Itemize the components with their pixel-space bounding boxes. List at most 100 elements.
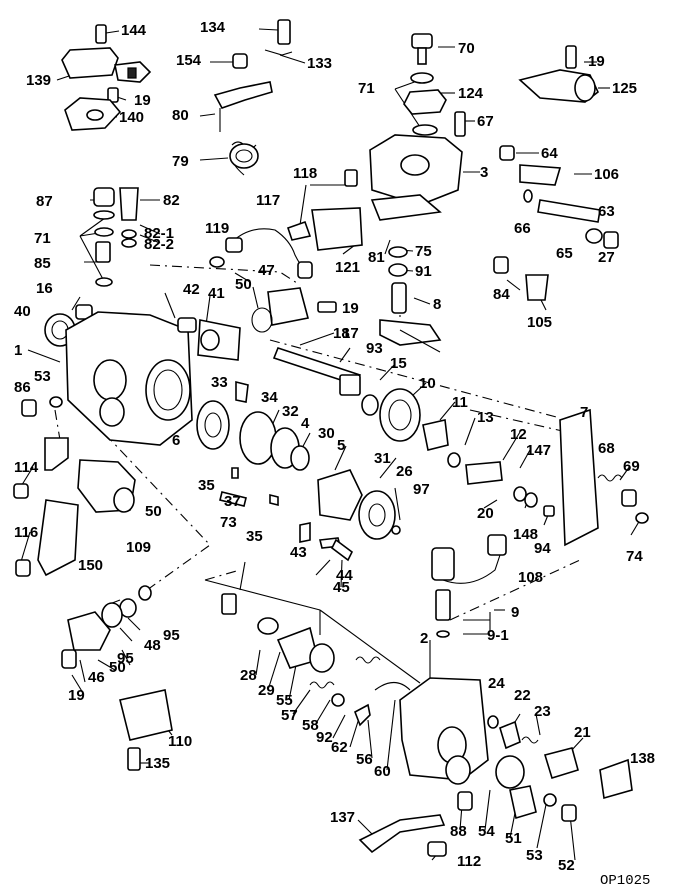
callout-87: 87 (36, 193, 53, 210)
callout-15: 15 (390, 355, 407, 372)
callout-112: 112 (457, 853, 481, 870)
callout-42: 42 (183, 281, 200, 298)
callout-45: 45 (333, 579, 350, 596)
callout-55: 55 (276, 692, 293, 709)
callout-114: 114 (14, 459, 39, 476)
callout-37: 37 (224, 493, 241, 510)
callout-3: 3 (480, 164, 488, 181)
callout-154: 154 (176, 52, 202, 69)
callout-24: 24 (488, 675, 505, 692)
callout-52: 52 (558, 857, 575, 874)
callout-44: 44 (336, 567, 353, 584)
part-10-cam-ring (361, 388, 503, 485)
part-137-lever (358, 755, 577, 857)
part-70-group (403, 33, 466, 137)
callout-10: 10 (419, 375, 436, 392)
callout-54: 54 (478, 823, 495, 840)
callout-68: 68 (598, 440, 615, 457)
callout-137: 137 (330, 809, 355, 826)
callout-53a: 53 (34, 368, 51, 385)
callout-9_1: 9-1 (487, 627, 509, 644)
callout-82: 82 (163, 192, 180, 209)
callout-31: 31 (374, 450, 391, 467)
callout-40: 40 (14, 303, 31, 320)
callout-27: 27 (598, 249, 615, 266)
callout-67: 67 (477, 113, 494, 130)
callout-46: 46 (88, 669, 105, 686)
callout-75: 75 (415, 243, 432, 260)
callout-97: 97 (413, 481, 430, 498)
leader-lines (19, 28, 641, 861)
callout-26: 26 (396, 463, 413, 480)
callout-1: 1 (14, 342, 22, 359)
callout-19a: 19 (134, 92, 151, 109)
callout-29: 29 (258, 682, 275, 699)
callout-47: 47 (258, 262, 275, 279)
part-17-drive-shaft (272, 347, 362, 396)
callout-5: 5 (337, 437, 345, 454)
part-139-cover (61, 24, 152, 131)
callout-50b: 50 (145, 503, 162, 520)
callout-19b: 19 (588, 53, 605, 70)
callout-8: 8 (433, 296, 441, 313)
callout-34: 34 (261, 389, 278, 406)
callout-144: 144 (121, 22, 147, 39)
callout-69: 69 (623, 458, 640, 475)
callout-109: 109 (126, 539, 151, 556)
callout-48: 48 (144, 637, 161, 654)
callout-16: 16 (36, 280, 53, 297)
part-5-roller-holder (317, 469, 401, 540)
callout-134: 134 (200, 19, 226, 36)
callout-139: 139 (26, 72, 51, 89)
callout-20: 20 (477, 505, 494, 522)
callout-17: 17 (342, 325, 359, 342)
callout-93: 93 (366, 340, 383, 357)
callout-58: 58 (302, 717, 319, 734)
part-35-group (219, 467, 279, 507)
callout-56: 56 (356, 751, 373, 768)
callout-50a: 50 (235, 276, 252, 293)
callout-4: 4 (301, 415, 310, 432)
callout-118: 118 (293, 165, 317, 182)
callout-71b: 71 (34, 230, 51, 247)
part-28-group (221, 593, 411, 727)
callout-84: 84 (493, 286, 510, 303)
part-2-distributor-head (399, 589, 489, 785)
callout-51: 51 (505, 830, 522, 847)
figure-code: OP1025 (600, 873, 650, 889)
part-125-actuator (518, 45, 599, 103)
callout-32: 32 (282, 403, 299, 420)
callout-73: 73 (220, 514, 237, 531)
part-108-sensor (299, 522, 507, 584)
callout-23: 23 (534, 703, 551, 720)
callout-11: 11 (452, 394, 468, 411)
callout-86: 86 (14, 379, 31, 396)
callout-92: 92 (316, 729, 333, 746)
parts (13, 19, 649, 857)
callout-63: 63 (598, 203, 615, 220)
callout-148: 148 (513, 526, 538, 543)
callout-43: 43 (290, 544, 307, 561)
callout-57: 57 (281, 707, 298, 724)
callout-82_2: 82-2 (144, 236, 174, 253)
callout-74: 74 (626, 548, 643, 565)
callout-125: 125 (612, 80, 637, 97)
callout-94: 94 (534, 540, 551, 557)
callout-150: 150 (78, 557, 103, 574)
callout-35a: 35 (198, 477, 215, 494)
part-46-cover-group (61, 585, 173, 771)
callout-9: 9 (511, 604, 519, 621)
callout-66: 66 (514, 220, 531, 237)
callout-140: 140 (119, 109, 144, 126)
callout-6: 6 (172, 432, 180, 449)
callout-117: 117 (256, 192, 280, 209)
callout-50c: 50 (109, 659, 126, 676)
part-3-housing (369, 134, 619, 249)
callout-124: 124 (458, 85, 484, 102)
part-47-cover (251, 287, 337, 333)
callout-82_1: 82-1 (144, 225, 174, 242)
callout-62: 62 (331, 739, 348, 756)
callout-41: 41 (208, 285, 225, 302)
part-20-group (513, 486, 555, 517)
